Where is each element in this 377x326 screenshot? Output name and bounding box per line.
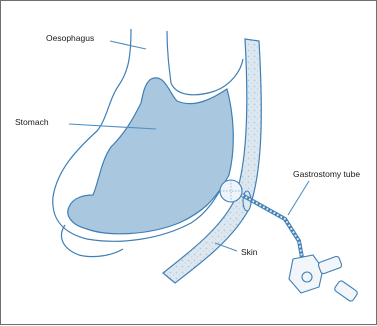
gastrostomy-tube-label: Gastrostomy tube — [293, 169, 360, 179]
oesophagus-leader — [110, 41, 146, 49]
oesophagus-right-wall — [167, 31, 243, 95]
gastrostomy-tube-leader — [288, 181, 309, 215]
skin-label: Skin — [241, 247, 258, 257]
stomach-label: Stomach — [15, 117, 49, 127]
tube-connector-ports — [289, 255, 358, 302]
stomach — [68, 78, 233, 234]
oesophagus-label: Oesophagus — [46, 33, 94, 43]
